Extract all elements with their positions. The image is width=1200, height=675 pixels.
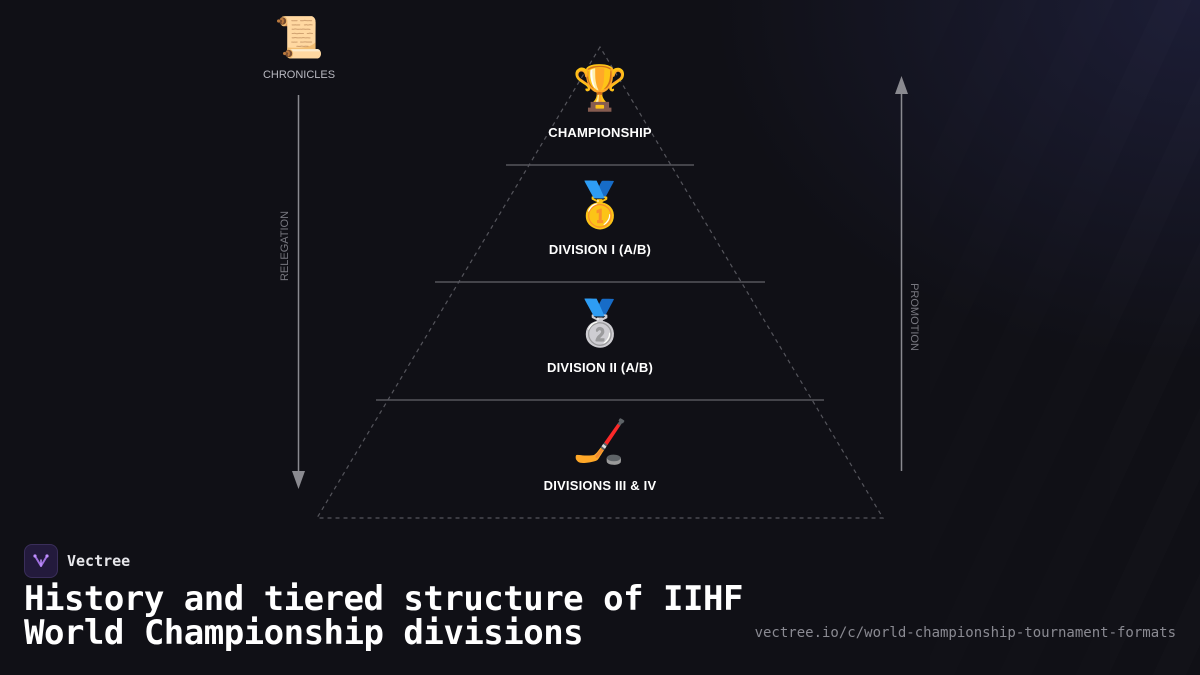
chronicles-label: CHRONICLES xyxy=(262,69,336,81)
tier-label-championship: CHAMPIONSHIP xyxy=(548,125,652,140)
scroll-icon: 📜 xyxy=(274,16,324,60)
brand-name: Vectree xyxy=(67,552,131,570)
promotion-arrow xyxy=(895,76,908,471)
tier-label-divisions-3-4: DIVISIONS III & IV xyxy=(543,478,657,493)
vectree-logo-icon xyxy=(24,544,58,578)
brand: Vectree xyxy=(24,544,130,578)
tier-label-division-2: DIVISION II (A/B) xyxy=(547,360,653,375)
silver-medal-icon: 🥈 xyxy=(572,299,628,348)
promotion-label: PROMOTION xyxy=(908,283,920,351)
source-url[interactable]: vectree.io/c/world-championship-tourname… xyxy=(754,625,1176,641)
relegation-label: RELEGATION xyxy=(279,210,291,282)
gold-medal-icon: 🥇 xyxy=(572,181,628,230)
hockey-stick-icon: 🏒 xyxy=(572,417,628,466)
tier-label-division-1: DIVISION I (A/B) xyxy=(548,242,652,257)
page-title: History and tiered structure of IIHF Wor… xyxy=(24,579,743,653)
relegation-arrow xyxy=(292,95,305,489)
trophy-icon: 🏆 xyxy=(572,64,628,113)
